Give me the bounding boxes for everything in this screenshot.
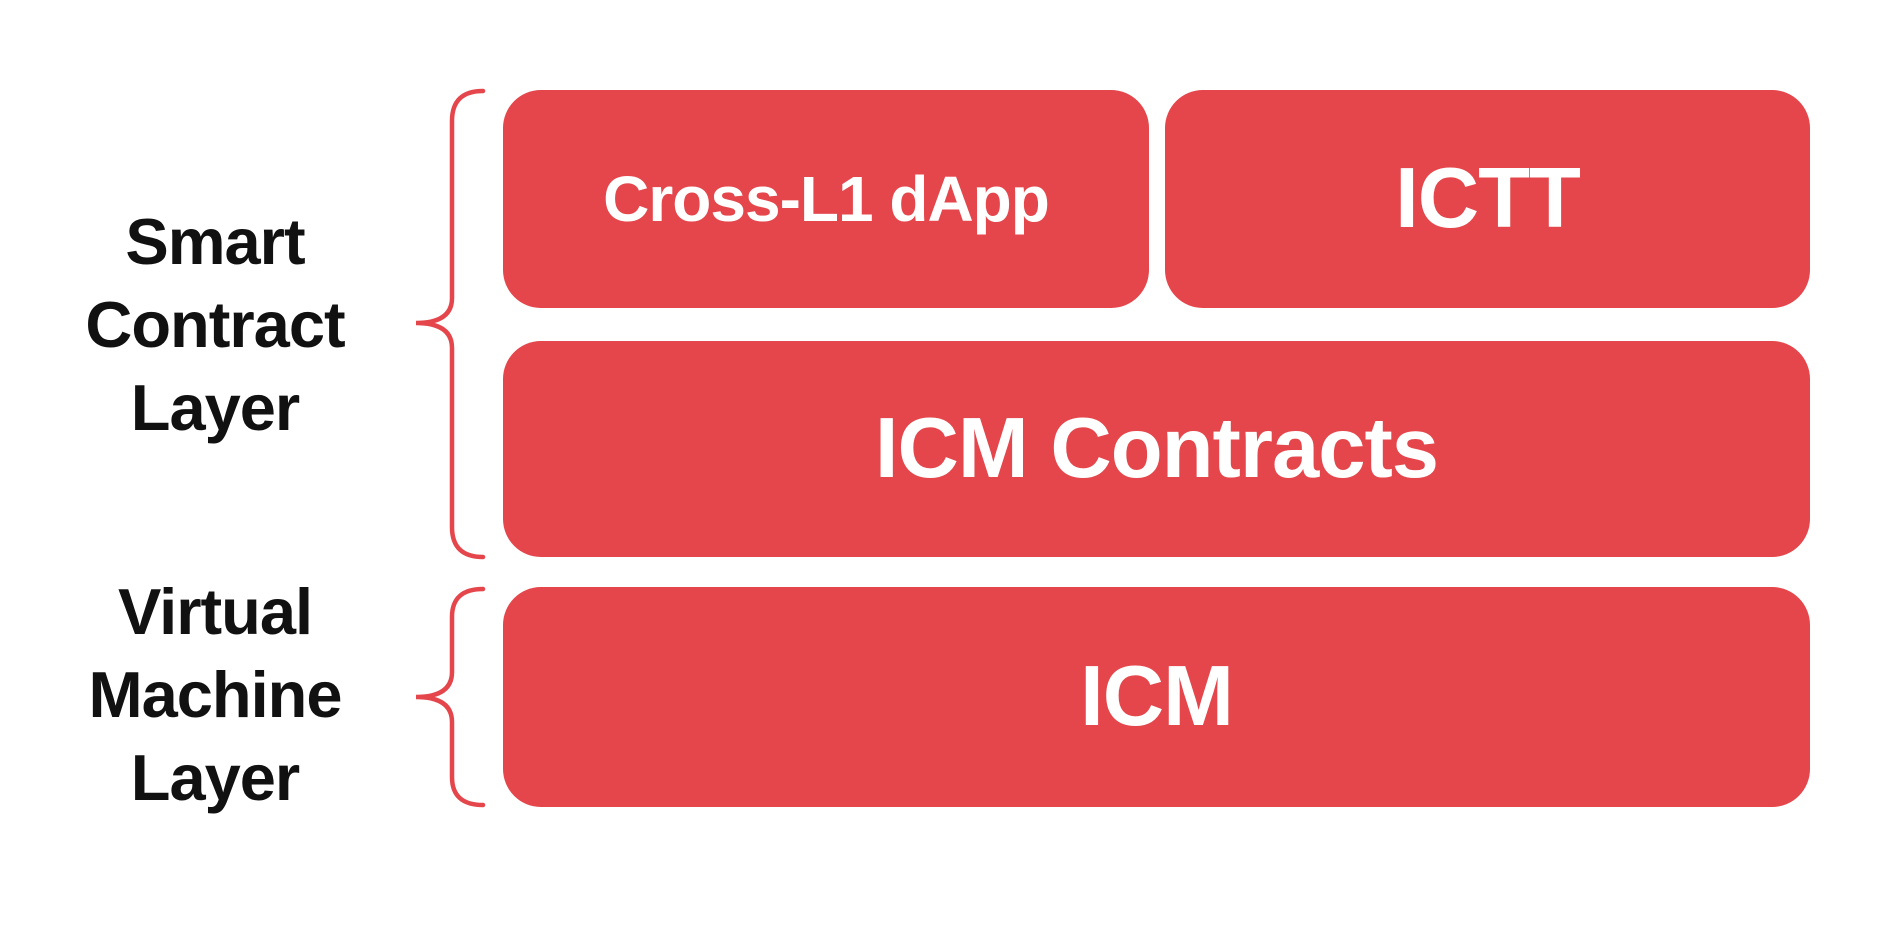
label-smart-contract-layer: Smart Contract Layer: [85, 205, 345, 444]
box-cross-l1-dapp: Cross-L1 dApp: [503, 90, 1149, 308]
left-curly-brace-icon-virtual-machine: [415, 586, 486, 808]
box-icm-contracts-label: ICM Contracts: [874, 401, 1439, 496]
box-icm-label: ICM: [1080, 649, 1234, 744]
box-ictt-label: ICTT: [1395, 151, 1581, 246]
box-icm: ICM: [503, 587, 1810, 807]
box-ictt: ICTT: [1165, 90, 1810, 308]
left-curly-brace-icon-smart-contract: [415, 88, 486, 560]
label-virtual-machine-layer: Virtual Machine Layer: [88, 575, 342, 814]
box-cross-l1-dapp-label: Cross-L1 dApp: [603, 163, 1050, 235]
box-icm-contracts: ICM Contracts: [503, 341, 1810, 557]
